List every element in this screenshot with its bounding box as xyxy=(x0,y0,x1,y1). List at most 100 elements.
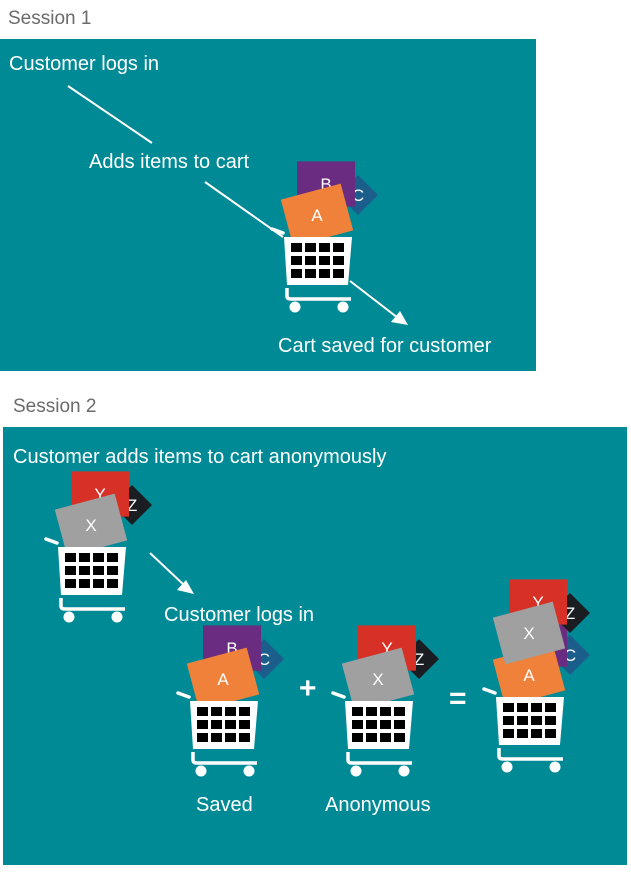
cart-basket-hole xyxy=(545,716,556,725)
item-box: X xyxy=(492,601,566,665)
cart-basket-hole xyxy=(93,566,104,575)
cart-basket-hole xyxy=(79,553,90,562)
item-letter: B xyxy=(320,175,331,194)
arrowhead-cart-to-saved xyxy=(391,311,408,325)
equals-sign: = xyxy=(449,682,467,715)
cart-basket-hole xyxy=(366,707,377,716)
item-square-shape xyxy=(280,183,354,247)
session-1-panel xyxy=(0,39,536,371)
cart-basket-hole xyxy=(79,579,90,588)
cart-basket-hole xyxy=(65,579,76,588)
cart-basket-hole xyxy=(380,733,391,742)
item-letter: A xyxy=(311,206,323,225)
item-letter: X xyxy=(372,670,383,689)
cart-basket-hole xyxy=(366,733,377,742)
cart-basket-hole xyxy=(225,733,236,742)
cart-basket-hole xyxy=(225,720,236,729)
cart-basket-hole xyxy=(239,733,250,742)
session-1-step-add-items: Adds items to cart xyxy=(89,151,250,173)
item-square-shape xyxy=(341,647,415,711)
item-letter: A xyxy=(217,670,229,689)
session-2-step-login: Customer logs in xyxy=(164,604,315,626)
cart-basket-hole xyxy=(517,716,528,725)
cart-handle xyxy=(482,687,497,695)
cart-basket-hole xyxy=(65,553,76,562)
item-letter: Y xyxy=(381,639,392,658)
saved-cart-label: Saved xyxy=(196,794,253,816)
cart-basket-hole xyxy=(333,256,344,265)
cart-basket-hole xyxy=(319,256,330,265)
cart-wheel xyxy=(289,301,301,313)
cart-basket-hole xyxy=(291,243,302,252)
arrow-cart-to-saved xyxy=(349,280,399,319)
cart-base xyxy=(191,752,257,765)
cart-basket-hole xyxy=(305,256,316,265)
cart-basket-hole xyxy=(352,707,363,716)
item-letter: Z xyxy=(565,604,575,623)
cart-basket-hole xyxy=(107,566,118,575)
cart-basket-hole xyxy=(211,720,222,729)
item-letter: B xyxy=(226,639,237,658)
item-stack: CBA xyxy=(186,625,284,711)
cart-basket-hole xyxy=(211,733,222,742)
session-1-label: Session 1 xyxy=(8,8,92,29)
shopping-cart-icon xyxy=(270,227,352,313)
cart-basket-hole xyxy=(333,269,344,278)
item-box: A xyxy=(186,647,260,711)
shopping-cart-icon xyxy=(482,687,564,773)
cart-basket-hole xyxy=(352,733,363,742)
shopping-cart-icon xyxy=(176,691,258,777)
cart-basket-hole xyxy=(503,703,514,712)
item-letter: Y xyxy=(94,485,105,504)
item-letter: X xyxy=(85,516,96,535)
cart-handle xyxy=(44,537,59,545)
cart-wheel xyxy=(501,761,513,773)
item-stack: CBA xyxy=(280,161,378,247)
cart-basket-hole xyxy=(531,729,542,738)
cart-wheel xyxy=(350,765,362,777)
cart-basket-hole xyxy=(503,729,514,738)
cart-basket-hole xyxy=(517,729,528,738)
cart-base xyxy=(497,748,563,761)
cart-basket-hole xyxy=(107,579,118,588)
arrow-add-to-cart xyxy=(204,181,284,238)
item-stack: ZYX xyxy=(341,625,439,711)
cart-basket-hole xyxy=(93,553,104,562)
item-square-shape xyxy=(492,601,566,665)
cart-wheel xyxy=(195,765,207,777)
session-2-step-anonymous: Customer adds items to cart anonymously xyxy=(13,446,387,468)
item-stack: ZYX xyxy=(492,579,590,665)
cart-basket-hole xyxy=(366,720,377,729)
cart-handle xyxy=(176,691,191,699)
cart-basket-hole xyxy=(211,707,222,716)
cart-base xyxy=(346,752,412,765)
cart-basket-hole xyxy=(107,553,118,562)
cart-basket-hole xyxy=(79,566,90,575)
cart-basket-hole xyxy=(531,716,542,725)
cart-basket-hole xyxy=(352,720,363,729)
cart-basket-hole xyxy=(394,720,405,729)
cart-basket-hole xyxy=(503,716,514,725)
cart-basket-hole xyxy=(65,566,76,575)
item-box: A xyxy=(280,183,354,247)
anonymous-cart-label: Anonymous xyxy=(325,794,431,816)
cart-basket-hole xyxy=(319,243,330,252)
arrowhead-anonymous-to-login xyxy=(177,580,194,594)
cart-basket-hole xyxy=(305,269,316,278)
cart-basket-hole xyxy=(93,579,104,588)
cart-basket-hole xyxy=(225,707,236,716)
cart-base xyxy=(59,598,125,611)
cart-basket-hole xyxy=(333,243,344,252)
cart-basket-hole xyxy=(197,707,208,716)
cart-basket-hole xyxy=(517,703,528,712)
cart-wheel xyxy=(398,765,410,777)
cart-handle xyxy=(331,691,346,699)
cart-basket-hole xyxy=(545,729,556,738)
cart-basket-hole xyxy=(197,733,208,742)
anonymous-cart-copy: ZYX xyxy=(331,625,439,777)
cart-basket-hole xyxy=(305,243,316,252)
shopping-cart-icon xyxy=(44,537,126,623)
item-box: X xyxy=(54,493,128,557)
